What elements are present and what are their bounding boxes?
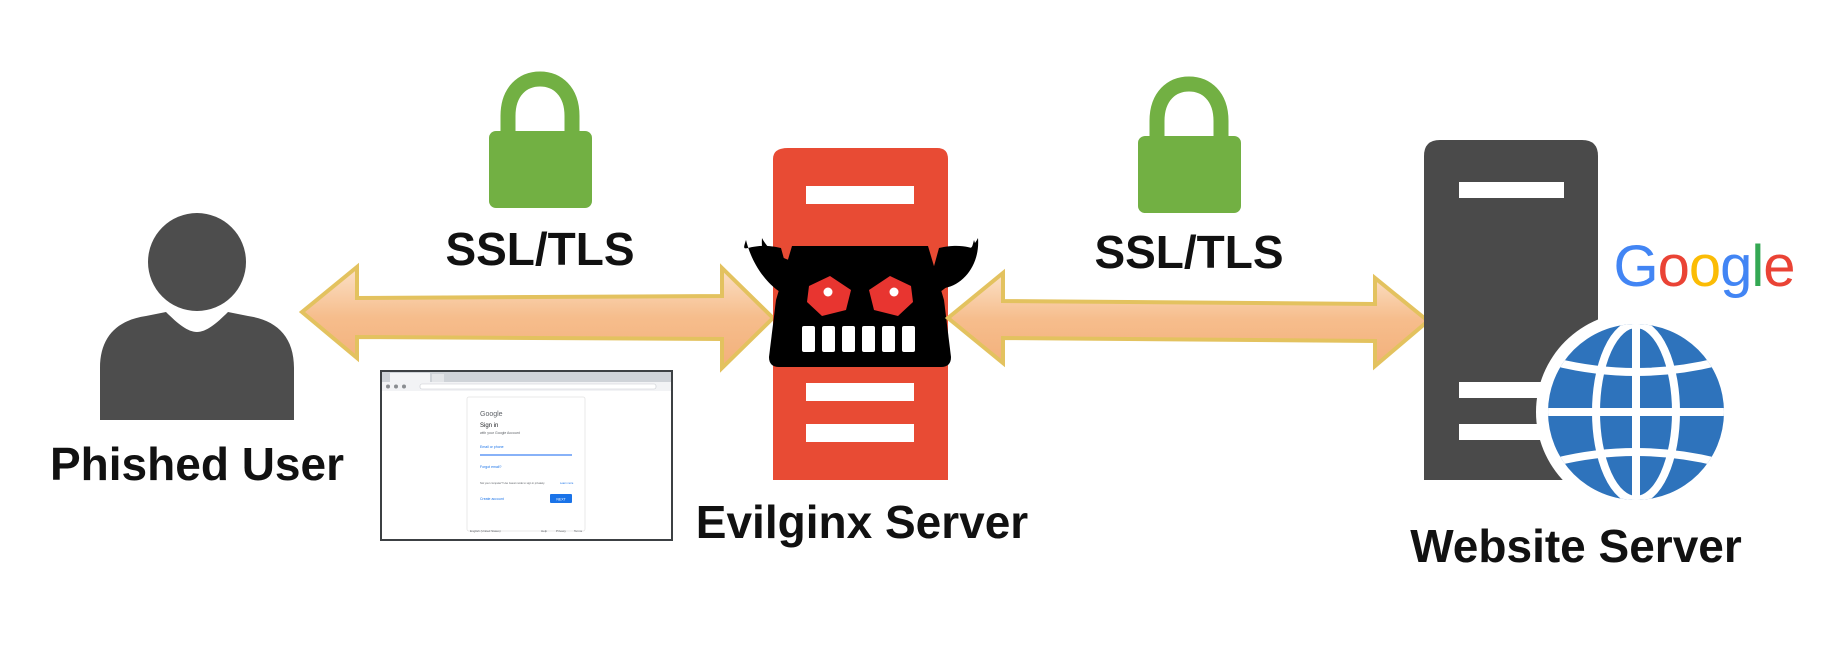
right-double-arrow [944, 268, 1432, 371]
screenshot-footer-terms: Terms [574, 529, 583, 533]
user-icon [100, 213, 294, 420]
ssl-tls-label-left: SSL/TLS [445, 223, 634, 275]
screenshot-footer-privacy: Privacy [556, 529, 566, 533]
globe-icon [1536, 312, 1736, 512]
lock-icon-right [1138, 76, 1241, 213]
screenshot-forgot-email: Forgot email? [480, 465, 501, 469]
screenshot-create-account: Create account [480, 497, 504, 501]
lock-icon-left [489, 71, 592, 208]
screenshot-guest-text: Not your computer? Use Guest mode to sig… [480, 481, 545, 485]
google-signin-screenshot: Google Sign in with your Google Account … [380, 370, 673, 541]
ssl-tls-label-right: SSL/TLS [1094, 226, 1283, 278]
website-server-label: Website Server [1410, 520, 1742, 572]
screenshot-footer-help: Help [541, 529, 548, 533]
evil-face-icon [744, 238, 979, 367]
screenshot-signin-subtitle: with your Google Account [480, 431, 520, 435]
screenshot-email-label: Email or phone [480, 445, 504, 449]
left-double-arrow [298, 262, 776, 373]
screenshot-signin-title: Sign in [480, 423, 498, 429]
evilginx-server-label: Evilginx Server [696, 496, 1028, 548]
phished-user-label: Phished User [50, 438, 344, 490]
screenshot-learn-more: Learn more [560, 481, 574, 485]
google-logo: Google [1613, 234, 1794, 299]
screenshot-footer-language: English (United States) [470, 529, 501, 533]
screenshot-google-text: Google [480, 411, 503, 418]
screenshot-next-button: NEXT [556, 498, 566, 502]
